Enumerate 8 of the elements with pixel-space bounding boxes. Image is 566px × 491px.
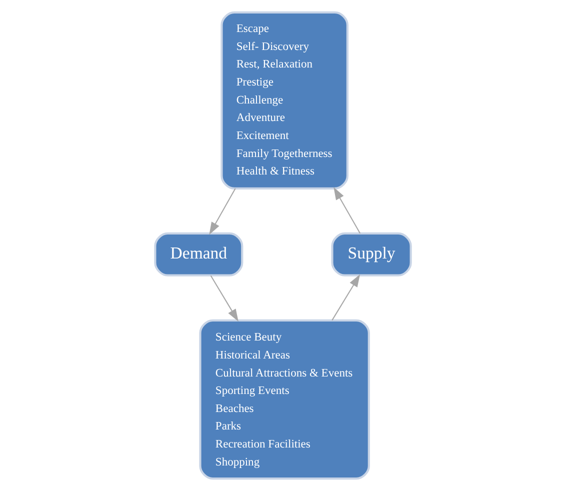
node-box: Demand [154,232,244,276]
arrow [210,275,238,322]
node-box: Science Beuty Historical Areas Cultural Attractions & Events Sporting Events Beaches Parks Recreation Facilities Shopping [199,319,370,480]
arrow [332,274,360,321]
node-box: Supply [331,232,412,276]
arrow [209,188,236,235]
node-box: Escape Self- Discovery Rest, Relaxation Prestige Challenge Adventure Excitement Family Togetherness Health & Fitness [220,11,348,190]
arrow [334,187,361,234]
